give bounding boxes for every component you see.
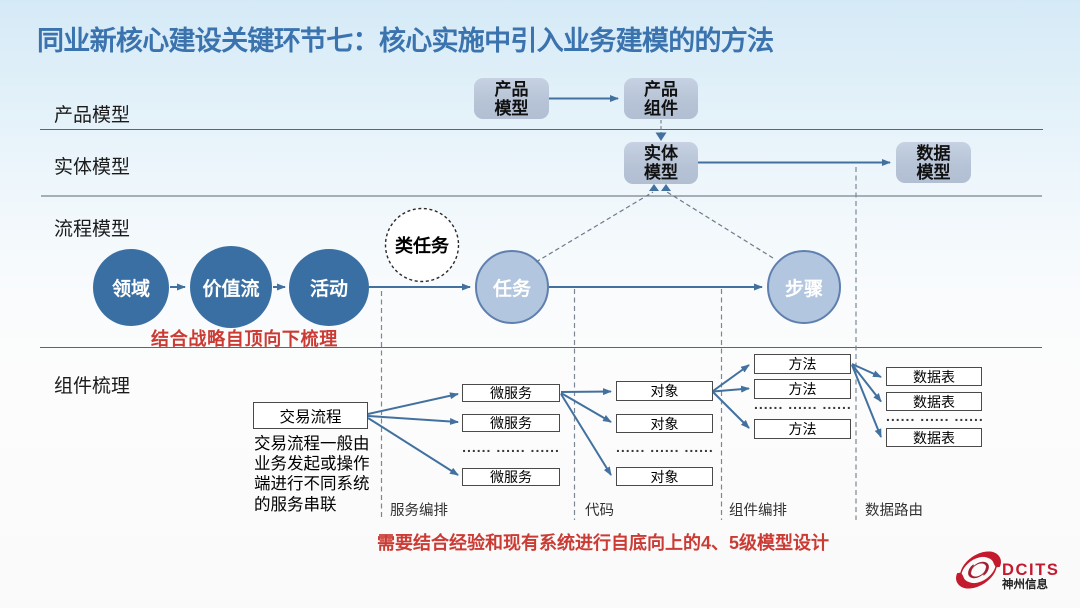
svg-text:神州信息: 神州信息 xyxy=(1002,577,1048,591)
svg-text:DCITS: DCITS xyxy=(1002,561,1060,579)
